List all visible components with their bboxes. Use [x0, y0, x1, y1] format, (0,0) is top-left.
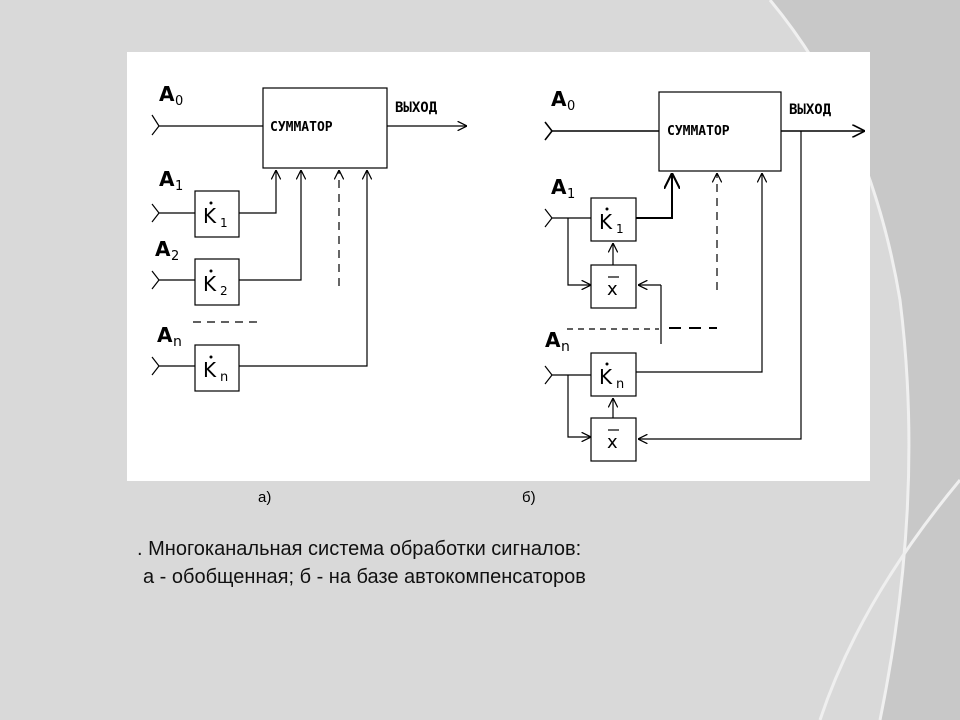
k1-b-branch-line — [567, 218, 591, 285]
subfigure-b-label: б) — [522, 489, 536, 506]
svg-text:K: K — [599, 210, 613, 234]
input-bn-line — [544, 365, 591, 385]
k2-a-output-line — [239, 170, 301, 281]
input-b0-line — [544, 121, 659, 141]
svg-text:2: 2 — [220, 284, 228, 298]
kn-b-branch-line — [567, 375, 591, 437]
kn-b-output-line — [636, 173, 762, 373]
label-b1-sub: 1 — [567, 187, 575, 202]
kn-b-label: K n — [599, 362, 624, 392]
input-a2-line — [151, 270, 195, 290]
label-a2: A — [155, 237, 171, 261]
svg-text:x: x — [607, 279, 618, 300]
k1-a-box — [194, 190, 240, 238]
input-a1-line — [151, 203, 195, 223]
summator-b-label: СУММАТОР — [667, 124, 730, 139]
input-a0-line — [151, 114, 263, 136]
x1-b-label: x — [607, 276, 619, 300]
label-b0: A — [551, 87, 567, 111]
k1-b-output-line — [636, 173, 672, 219]
diagram-b — [544, 91, 865, 462]
caption-line-1: . Многоканальная система обработки сигна… — [137, 538, 582, 560]
k2-a-box — [194, 258, 240, 306]
label-a2-sub: 2 — [171, 249, 179, 264]
k1-a-label: K 1 — [203, 201, 228, 230]
svg-text:n: n — [616, 377, 624, 392]
output-feedback-line — [661, 131, 802, 440]
subfigure-a-label: а) — [258, 489, 272, 506]
input-b1-line — [544, 208, 591, 228]
kn-a-output-line — [239, 170, 367, 367]
kn-a-box — [194, 344, 240, 392]
svg-text:K: K — [203, 272, 217, 296]
label-a0: A — [159, 82, 175, 106]
diagram-panel: СУММАТОР ВЫХОД A 0 A 1 A 2 A n K 1 K 2 K… — [127, 52, 870, 481]
svg-text:1: 1 — [616, 222, 624, 236]
svg-text:K: K — [203, 204, 217, 228]
svg-text:1: 1 — [220, 216, 228, 230]
k1-b-box — [590, 197, 637, 242]
svg-text:x: x — [607, 432, 618, 453]
output-b-label: ВЫХОД — [789, 102, 832, 118]
label-b0-sub: 0 — [567, 99, 575, 114]
label-a1-sub: 1 — [175, 179, 183, 194]
svg-text:K: K — [203, 358, 217, 382]
k1-b-label: K 1 — [599, 207, 624, 236]
summator-a-box — [262, 87, 388, 169]
label-a0-sub: 0 — [175, 94, 183, 109]
label-an: A — [157, 323, 173, 347]
label-bn-sub: n — [561, 339, 570, 355]
output-a-label: ВЫХОД — [395, 100, 438, 116]
k1-a-output-line — [239, 170, 276, 214]
kn-a-label: K n — [203, 355, 228, 385]
kn-b-box — [590, 352, 637, 397]
xn-b-label: x — [607, 429, 619, 453]
label-a1: A — [159, 167, 175, 191]
caption-line-2: а - обобщенная; б - на базе автокомпенса… — [143, 566, 586, 588]
diagram-canvas: СУММАТОР ВЫХОД A 0 A 1 A 2 A n K 1 K 2 K… — [151, 82, 865, 462]
label-an-sub: n — [173, 334, 182, 350]
input-an-line — [151, 356, 195, 376]
label-bn: A — [545, 328, 561, 352]
svg-text:n: n — [220, 370, 228, 385]
label-b1: A — [551, 175, 567, 199]
diagram-a — [151, 87, 467, 392]
svg-text:K: K — [599, 365, 613, 389]
summator-a-label: СУММАТОР — [270, 120, 333, 135]
figure-caption: . Многоканальная система обработки сигна… — [137, 535, 586, 591]
k2-a-label: K 2 — [203, 269, 228, 298]
